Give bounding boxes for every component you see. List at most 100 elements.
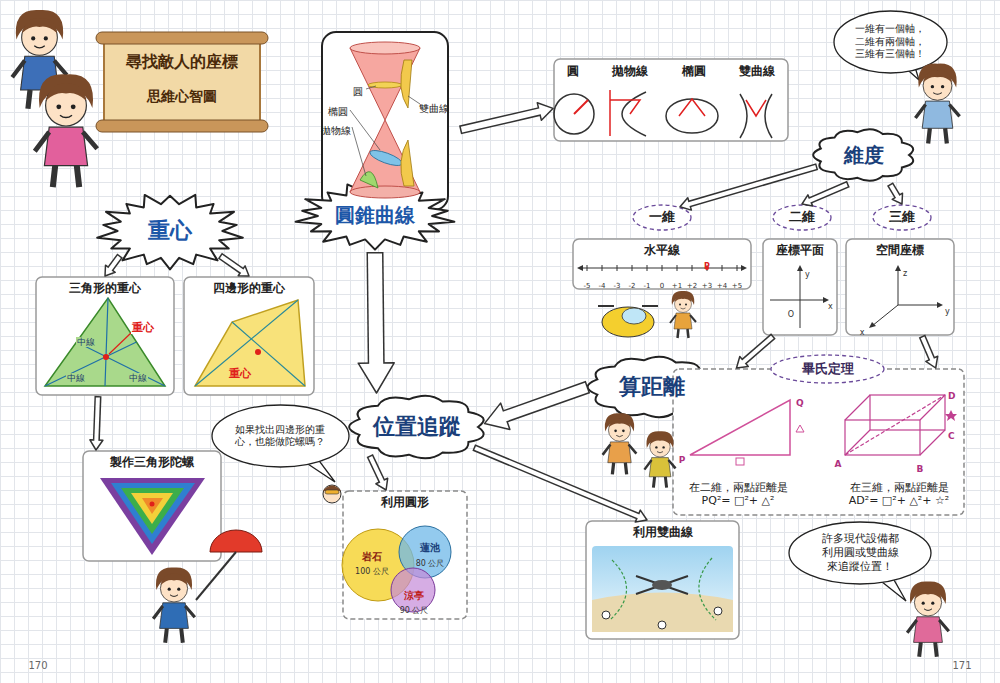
label-holder: 171 bbox=[952, 654, 971, 673]
triangle-top bbox=[100, 478, 205, 555]
node-text: 在二維，兩點距離是 PQ²= □²+ △² bbox=[682, 481, 794, 509]
node-text: 三維 bbox=[889, 209, 915, 225]
label-holder: P bbox=[704, 254, 710, 273]
node-cone: 圓錐曲線 bbox=[290, 30, 460, 252]
label: -4 bbox=[599, 282, 606, 290]
label: 中線 bbox=[66, 373, 86, 383]
label-holder: 重心 bbox=[131, 316, 155, 335]
label: -1 bbox=[644, 282, 651, 290]
label: 重心 bbox=[228, 367, 252, 380]
label-holder: 中線 bbox=[66, 366, 86, 385]
pythagoras-figures bbox=[690, 395, 957, 465]
title: 尋找敵人的座標 bbox=[104, 52, 260, 71]
connector-arrow bbox=[802, 184, 848, 206]
node-text: 在三維，兩點距離是 AD²= □²+ △²+ ☆² bbox=[843, 481, 955, 509]
label-holder: 中線 bbox=[128, 366, 148, 385]
label-holder: -3 bbox=[614, 273, 621, 292]
node-rect: 製作三角形陀螺 bbox=[82, 450, 222, 562]
node-rect: 圓拋物線橢圓雙曲線 bbox=[553, 58, 789, 142]
label: 90 公尺 bbox=[400, 606, 429, 615]
label: x bbox=[860, 328, 865, 337]
title-scroll bbox=[96, 32, 268, 132]
node-rect: 利用雙曲線 bbox=[585, 520, 740, 640]
label-holder: 中線 bbox=[76, 330, 96, 349]
label: 雙曲線 bbox=[419, 103, 449, 114]
label-holder: +2 bbox=[687, 273, 697, 292]
label-holder: +3 bbox=[702, 273, 712, 292]
label: 涼亭 bbox=[404, 590, 424, 601]
label-holder: 橢圓 bbox=[328, 100, 348, 119]
conic-section-curves bbox=[554, 90, 772, 138]
label-holder: 80 公尺 bbox=[416, 551, 445, 570]
node-text: 利用雙曲線 bbox=[633, 525, 693, 540]
space-axes bbox=[869, 265, 943, 328]
label-holder: 100 公尺 bbox=[355, 559, 389, 578]
label-holder: x bbox=[828, 294, 833, 313]
node-text: 水平線 bbox=[644, 243, 680, 258]
node-dash: 在二維，兩點距離是 PQ²= □²+ △² 在三維，兩點距離是 AD²= □²+ … bbox=[672, 368, 965, 516]
node-text: 一維 bbox=[649, 209, 675, 225]
label: D bbox=[948, 391, 955, 401]
label-holder: -2 bbox=[629, 273, 636, 292]
label: -2 bbox=[629, 282, 636, 290]
node-text: 三角形的重心 bbox=[69, 281, 141, 296]
label: x bbox=[828, 302, 833, 311]
label: 170 bbox=[28, 660, 47, 671]
node-text: 空間座標 bbox=[876, 243, 924, 258]
label: B bbox=[917, 464, 924, 474]
node-outline bbox=[672, 368, 965, 516]
label-holder: 圓 bbox=[353, 80, 363, 99]
tracking-circles bbox=[342, 526, 451, 612]
label: 中線 bbox=[128, 373, 148, 383]
node-text: 圓錐曲線 bbox=[335, 203, 415, 228]
label-holder: 0 bbox=[660, 273, 664, 292]
node-bubble: 許多現代設備都 利用圓或雙曲線 來追蹤位置！ bbox=[788, 521, 932, 585]
node-text: 圓 bbox=[567, 64, 579, 79]
node-text: 許多現代設備都 利用圓或雙曲線 來追蹤位置！ bbox=[815, 532, 905, 573]
label-holder: C bbox=[948, 424, 955, 443]
node-text: 雙曲線 bbox=[739, 64, 775, 79]
node-burst: 重心 bbox=[92, 190, 248, 272]
label-holder: -1 bbox=[644, 273, 651, 292]
label-holder: 170 bbox=[28, 654, 47, 673]
node-oval: 畢氏定理 bbox=[770, 354, 885, 384]
label: 171 bbox=[952, 660, 971, 671]
label: A bbox=[835, 459, 842, 469]
label-holder: 雙曲線 bbox=[419, 97, 449, 116]
label: z bbox=[903, 269, 907, 278]
title-holder: 尋找敵人的座標 bbox=[104, 52, 260, 71]
cartoon-kids bbox=[12, 10, 959, 657]
label: O bbox=[788, 310, 794, 319]
label: 橢圓 bbox=[328, 106, 348, 117]
label: +2 bbox=[687, 282, 697, 290]
connector-arrow bbox=[370, 456, 388, 490]
node-text: 座標平面 bbox=[776, 243, 824, 258]
node-oval: 二維 bbox=[772, 204, 832, 231]
hyperbola-scene bbox=[592, 546, 733, 632]
node-text: 維度 bbox=[844, 143, 884, 168]
label-holder: A bbox=[835, 452, 842, 471]
label-holder: 涼亭 bbox=[404, 584, 424, 603]
node-text: 二維 bbox=[789, 209, 815, 225]
connector-arrow bbox=[680, 167, 817, 211]
label: 中線 bbox=[76, 337, 96, 347]
label-holder: D bbox=[948, 384, 955, 403]
label-holder: 90 公尺 bbox=[400, 598, 429, 617]
node-text: 橢圓 bbox=[682, 64, 706, 79]
label: y bbox=[805, 270, 810, 279]
node-cloud: 算距離 bbox=[588, 354, 716, 420]
connector-arrow bbox=[737, 336, 774, 368]
node-cloud: 維度 bbox=[812, 126, 916, 184]
number-line bbox=[577, 265, 747, 271]
label: -3 bbox=[614, 282, 621, 290]
label-holder: O bbox=[788, 302, 794, 321]
node-oval: 三維 bbox=[872, 204, 932, 231]
node-bubble: 如果找出四邊形的重 心，也能做陀螺嗎？ bbox=[211, 404, 350, 468]
node-bubble: 一維有一個軸， 二維有兩個軸， 三維有三個軸！ bbox=[833, 10, 948, 74]
label-holder: 拋物線 bbox=[321, 119, 351, 138]
node-text: 一維有一個軸， 二維有兩個軸， 三維有三個軸！ bbox=[850, 23, 930, 61]
node-text: 重心 bbox=[148, 217, 192, 245]
label: 100 公尺 bbox=[355, 567, 389, 576]
label: 思維心智圖 bbox=[147, 88, 217, 104]
label-holder: 思維心智圖 bbox=[147, 86, 217, 105]
